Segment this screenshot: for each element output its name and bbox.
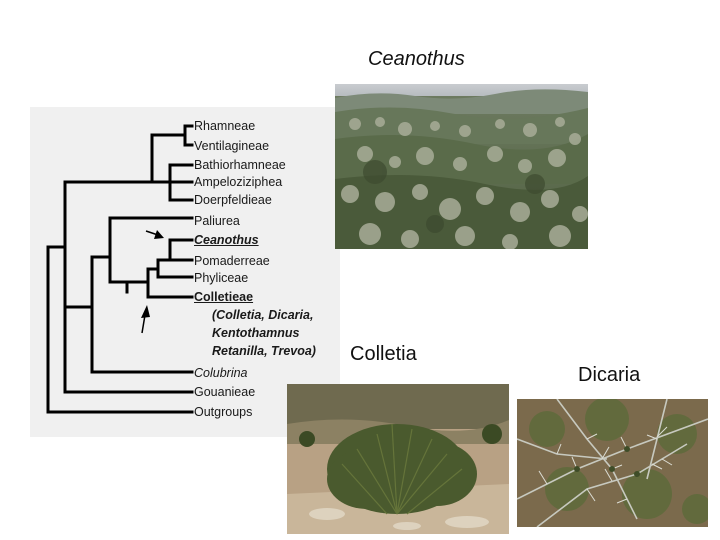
taxon-note: Retanilla, Trevoa): [212, 344, 316, 358]
taxon-label: Gouanieae: [194, 385, 256, 399]
taxon-label: Pomaderreae: [194, 254, 270, 268]
colletia-photo-image: [287, 384, 509, 534]
phylogeny-panel: Rhamneae Ventilagineae Bathiorhamneae Am…: [30, 107, 340, 437]
taxon-label: Phyliceae: [194, 271, 249, 285]
taxon-label-ceanothus: Ceanothus: [194, 233, 259, 247]
ceanothus-photo-image: [335, 84, 588, 249]
taxon-label-colletieae: Colletieae: [194, 290, 254, 304]
caption-colletia: Colletia: [350, 343, 417, 365]
taxon-label: Colubrina: [194, 366, 248, 380]
colletia-photo: [287, 384, 509, 534]
caption-dicaria: Dicaria: [578, 364, 641, 386]
taxon-label: Ventilagineae: [194, 139, 270, 153]
ceanothus-photo: [335, 84, 588, 249]
arrow-ceanothus: [145, 230, 164, 239]
arrow-colletieae: [141, 305, 150, 334]
taxon-label: Ampeloziziphea: [194, 175, 283, 189]
dicaria-photo: [517, 399, 708, 527]
taxon-note: Kentothamnus: [212, 326, 300, 340]
dicaria-photo-image: [517, 399, 708, 527]
taxon-label: Rhamneae: [194, 119, 256, 133]
caption-ceanothus: Ceanothus: [368, 48, 465, 70]
taxon-label: Doerpfeldieae: [194, 193, 272, 207]
taxon-label: Bathiorhamneae: [194, 158, 286, 172]
cladogram: [46, 124, 194, 414]
taxon-label: Outgroups: [194, 405, 253, 419]
taxon-note: (Colletia, Dicaria,: [212, 308, 314, 322]
taxon-label: Paliurea: [194, 214, 240, 228]
